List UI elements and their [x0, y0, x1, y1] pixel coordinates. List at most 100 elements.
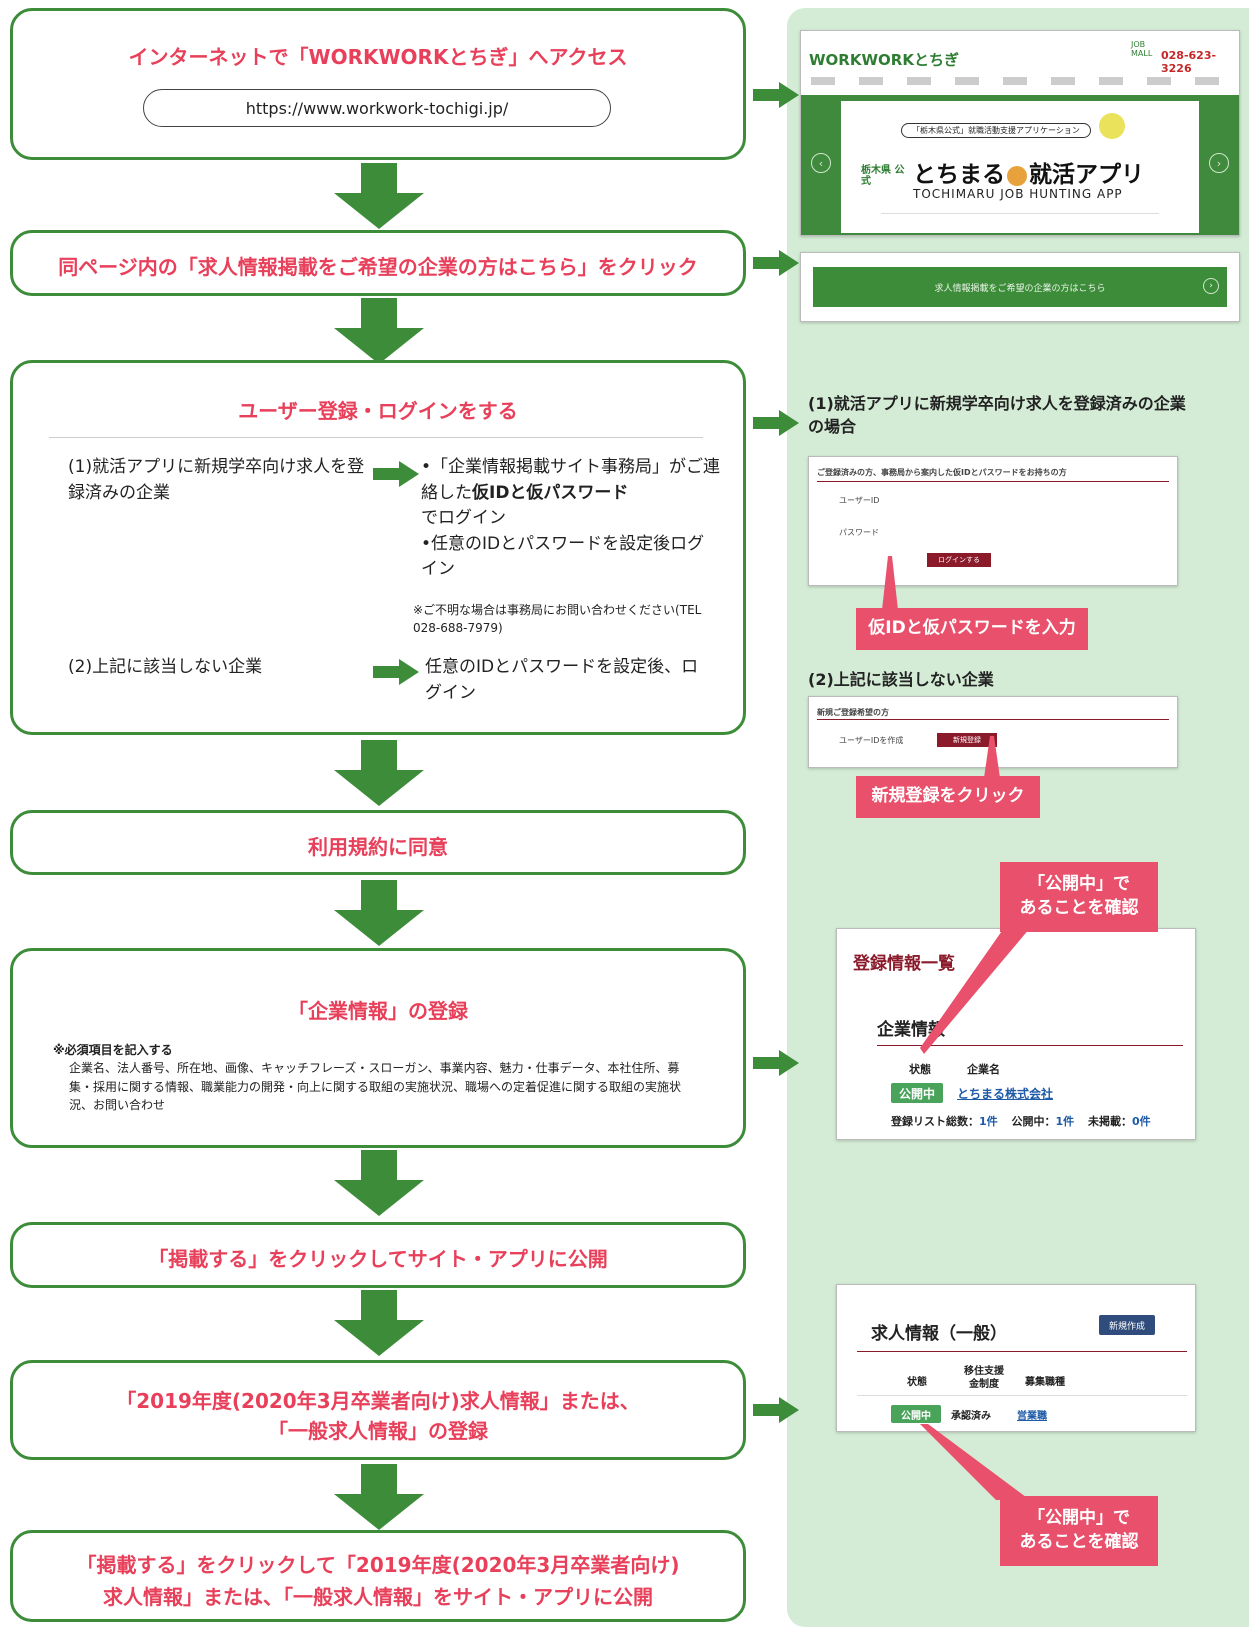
- temp-credentials: 仮IDと仮パスワード: [472, 482, 629, 503]
- step-register-jobs-line1: 「2019年度(2020年3月卒業者向け)求人情報」または、: [116, 1389, 640, 1413]
- arrow-down-icon: [334, 1150, 424, 1216]
- job-heading: 求人情報（一般）: [871, 1324, 1007, 1344]
- callout-click-new-register: 新規登録をクリック: [856, 776, 1040, 818]
- callout-pointer: [920, 928, 1030, 1054]
- callout-confirm-public-2: 「公開中」で あることを確認: [1000, 1496, 1158, 1566]
- job-row-rule: [857, 1395, 1187, 1396]
- arrow-right-icon: [753, 82, 799, 108]
- chevron-right-icon: ›: [1203, 278, 1219, 294]
- arrow-right-icon: [753, 1397, 799, 1423]
- step-register-jobs-line2: 「一般求人情報」の登録: [268, 1419, 488, 1443]
- new-form-title: 新規ご登録希望の方: [817, 708, 889, 717]
- step-login: ユーザー登録・ログインをする (1)就活アプリに新規学卒向け求人を登録済みの企業…: [10, 360, 746, 735]
- site-tel: 028-623-3226: [1161, 49, 1217, 75]
- callout-enter-temp-credentials: 仮IDと仮パスワードを入力: [856, 608, 1088, 650]
- app-banner[interactable]: 「栃木県公式」就職活動支援アプリケーション 栃木県 公式 とちまる就活アプリ T…: [841, 101, 1199, 233]
- new-register-screenshot: 新規ご登録希望の方 ユーザーIDを作成 新規登録: [808, 696, 1178, 768]
- login-user-field[interactable]: ユーザーID: [839, 496, 880, 505]
- banner-line: [881, 213, 1159, 214]
- step-publish-jobs-line1: 「掲載する」をクリックして「2019年度(2020年3月卒業者向け): [76, 1553, 680, 1577]
- reg-heading: 登録情報一覧: [853, 954, 955, 974]
- callout-pointer: [882, 556, 898, 610]
- job-col-status: 状態: [907, 1377, 927, 1388]
- url-field[interactable]: https://www.workwork-tochigi.jp/: [143, 89, 611, 127]
- step-register-jobs: 「2019年度(2020年3月卒業者向け)求人情報」または、 「一般求人情報」の…: [10, 1360, 746, 1460]
- carousel-prev-icon[interactable]: ‹: [811, 153, 831, 173]
- step-company-title: 「企業情報」の登録: [288, 999, 468, 1023]
- company-link[interactable]: とちまる株式会社: [957, 1087, 1054, 1101]
- new-user-field[interactable]: ユーザーIDを作成: [839, 736, 904, 745]
- callout-pointer: [984, 736, 1000, 778]
- banner-en: TOCHIMARU JOB HUNTING APP: [913, 187, 1123, 201]
- required-note-title: ※必須項目を記入する: [53, 1043, 173, 1057]
- step-agree-title: 利用規約に同意: [308, 835, 448, 859]
- banner-app-name: とちまる就活アプリ: [913, 162, 1144, 188]
- step-access-title: インターネットで「WORKWORKとちぎ」へアクセス: [128, 45, 628, 69]
- case1-note: ※ご不明な場合は事務局にお問い合わせください(TEL 028-688-7979): [413, 603, 702, 635]
- login-form-screenshot: ご登録済みの方、事務局から案内した仮IDとパスワードをお持ちの方 ユーザーID …: [808, 456, 1178, 586]
- new-form-rule: [817, 719, 1169, 720]
- step-publish-title: 「掲載する」をクリックしてサイト・アプリに公開: [148, 1247, 608, 1271]
- required-note-body: 企業名、法人番号、所在地、画像、キャッチフレーズ・スローガン、事業内容、魅力・仕…: [69, 1061, 682, 1113]
- step-click-apply-title: 同ページ内の「求人情報掲載をご希望の企業の方はこちら」をクリック: [58, 255, 698, 279]
- login-form-rule: [817, 481, 1169, 482]
- carousel-next-icon[interactable]: ›: [1209, 153, 1229, 173]
- login-button[interactable]: ログインする: [927, 553, 991, 567]
- job-mall-label: JOB MALL: [1131, 40, 1153, 58]
- banner-badge: [1099, 113, 1125, 139]
- step-company-info: 「企業情報」の登録 ※必須項目を記入する 企業名、法人番号、所在地、画像、キャッ…: [10, 948, 746, 1148]
- login-case2-heading: (2)上記に該当しない企業: [808, 670, 994, 689]
- step-access-site: インターネットで「WORKWORKとちぎ」へアクセス https://www.w…: [10, 8, 746, 160]
- arrow-down-icon: [334, 1290, 424, 1356]
- login-pass-field[interactable]: パスワード: [839, 528, 879, 537]
- job-approved: 承認済み: [951, 1411, 991, 1422]
- banner-pref: 栃木県 公式: [861, 165, 905, 187]
- reg-summary: 登録リスト総数：1件 公開中：1件 未掲載：0件: [891, 1115, 1151, 1128]
- reg-col-status: 状態: [909, 1063, 931, 1076]
- arrow-down-icon: [334, 880, 424, 946]
- job-col-support: 移住支援金制度: [964, 1366, 1004, 1390]
- url-text: https://www.workwork-tochigi.jp/: [245, 98, 509, 118]
- callout-confirm-public-1: 「公開中」で あることを確認: [1000, 862, 1158, 932]
- job-name-link[interactable]: 営業職: [1017, 1411, 1047, 1422]
- job-status-badge: 公開中: [891, 1405, 941, 1423]
- callout-pointer: [920, 1424, 1030, 1500]
- arrow-right-icon: [753, 410, 799, 436]
- status-badge: 公開中: [891, 1083, 943, 1103]
- login-case1-heading: (1)就活アプリに新規学卒向け求人を登録済みの企業の場合: [808, 394, 1186, 437]
- divider: [49, 437, 703, 438]
- step-publish-jobs-line2: 求人情報」または、「一般求人情報」をサイト・アプリに公開: [103, 1585, 653, 1609]
- step-agree-terms: 利用規約に同意: [10, 810, 746, 875]
- job-new-button[interactable]: 新規作成: [1099, 1315, 1155, 1335]
- reg-col-name: 企業名: [967, 1063, 1000, 1076]
- reg-rule: [877, 1045, 1183, 1046]
- mascot-icon: [1007, 165, 1027, 186]
- registration-list-screenshot: 登録情報一覧 企業情報 状態 企業名 公開中 とちまる株式会社 登録リスト総数：…: [836, 928, 1196, 1140]
- job-col-job: 募集職種: [1025, 1377, 1065, 1388]
- new-register-button[interactable]: 新規登録: [937, 733, 997, 747]
- step-publish-company: 「掲載する」をクリックしてサイト・アプリに公開: [10, 1222, 746, 1288]
- job-rule: [857, 1351, 1187, 1352]
- arrow-right-icon: [373, 659, 419, 685]
- banner-tag: 「栃木県公式」就職活動支援アプリケーション: [901, 123, 1091, 138]
- case1-instructions: •「企業情報掲載サイト事務局」がご連絡した仮IDと仮パスワード でログイン •任…: [421, 457, 721, 579]
- case2-label: (2)上記に該当しない企業: [68, 657, 263, 677]
- arrow-right-icon: [753, 250, 799, 276]
- login-form-title: ご登録済みの方、事務局から案内した仮IDとパスワードをお持ちの方: [817, 468, 1067, 477]
- site-nav: [811, 77, 1229, 85]
- site-hero: ‹ › 「栃木県公式」就職活動支援アプリケーション 栃木県 公式 とちまる就活ア…: [801, 95, 1239, 235]
- arrow-down-icon: [334, 740, 424, 806]
- case1-label: (1)就活アプリに新規学卒向け求人を登録済みの企業: [68, 457, 365, 503]
- site-logo: WORKWORKとちぎ: [809, 51, 959, 69]
- arrow-right-icon: [373, 461, 419, 487]
- apply-button[interactable]: 求人情報掲載をご希望の企業の方はこちら ›: [813, 267, 1227, 307]
- apply-screenshot: 求人情報掲載をご希望の企業の方はこちら ›: [800, 252, 1240, 322]
- reg-subheading: 企業情報: [877, 1020, 945, 1040]
- step-login-title: ユーザー登録・ログインをする: [238, 399, 518, 423]
- arrow-down-icon: [334, 1464, 424, 1530]
- step-publish-jobs: 「掲載する」をクリックして「2019年度(2020年3月卒業者向け) 求人情報」…: [10, 1530, 746, 1622]
- site-header: WORKWORKとちぎ JOB MALL 028-623-3226: [801, 31, 1239, 95]
- case2-instructions: 任意のIDとパスワードを設定後、ログイン: [425, 657, 699, 703]
- arrow-down-icon: [334, 163, 424, 229]
- arrow-down-icon: [334, 298, 424, 364]
